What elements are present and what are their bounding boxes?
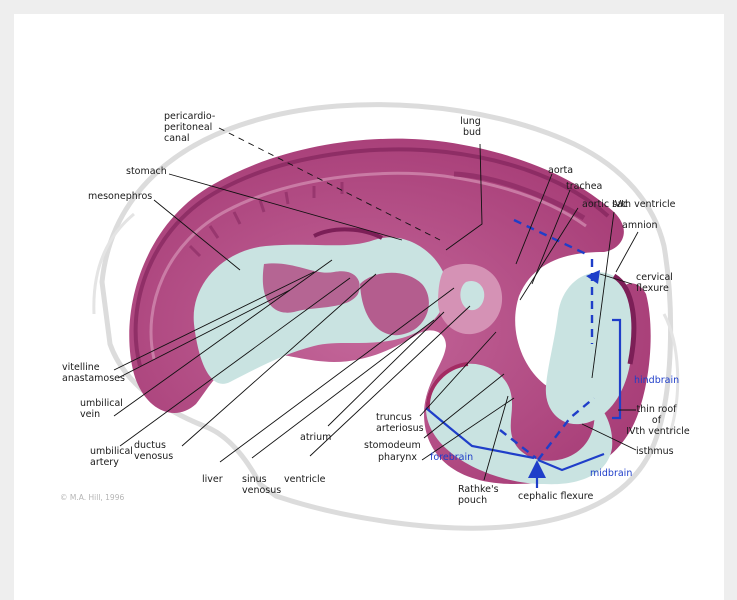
- label-forebrain: forebrain: [430, 452, 473, 463]
- label-hindbrain: hindbrain: [634, 375, 679, 386]
- label-truncus-arteriosus: truncus arteriosus: [376, 412, 424, 434]
- label-atrium: atrium: [300, 432, 331, 443]
- label-mesonephros: mesonephros: [88, 191, 152, 202]
- label-aorta: aorta: [548, 165, 573, 176]
- label-thin-roof: thin roof of IVth ventricle: [626, 404, 690, 437]
- label-ventricle: ventricle: [284, 474, 326, 485]
- copyright-text: © M.A. Hill, 1996: [60, 493, 124, 502]
- label-midbrain: midbrain: [590, 468, 632, 479]
- label-liver: liver: [202, 474, 223, 485]
- embryo-section-diagram: pericardio- peritoneal canal lung bud st…: [14, 14, 724, 600]
- label-cephalic-flexure: cephalic flexure: [518, 491, 593, 502]
- label-sinus-venosus: sinus venosus: [242, 474, 281, 496]
- label-ductus-venosus: ductus venosus: [134, 440, 173, 462]
- label-pharynx: pharynx: [378, 452, 417, 463]
- label-trachea: trachea: [566, 181, 602, 192]
- label-lung-bud: lung bud: [460, 116, 484, 138]
- label-umbilical-vein: umbilical vein: [80, 398, 126, 420]
- label-stomodeum: stomodeum: [364, 440, 421, 451]
- label-amnion: amnion: [622, 220, 658, 231]
- label-isthmus: isthmus: [636, 446, 674, 457]
- label-ivth-ventricle: IVth ventricle: [612, 199, 676, 210]
- label-rathkes-pouch: Rathke's pouch: [458, 484, 502, 506]
- label-stomach: stomach: [126, 166, 167, 177]
- label-vitelline: vitelline anastamoses: [62, 362, 125, 384]
- label-umbilical-artery: umbilical artery: [90, 446, 136, 468]
- figure-frame: pericardio- peritoneal canal lung bud st…: [14, 14, 724, 600]
